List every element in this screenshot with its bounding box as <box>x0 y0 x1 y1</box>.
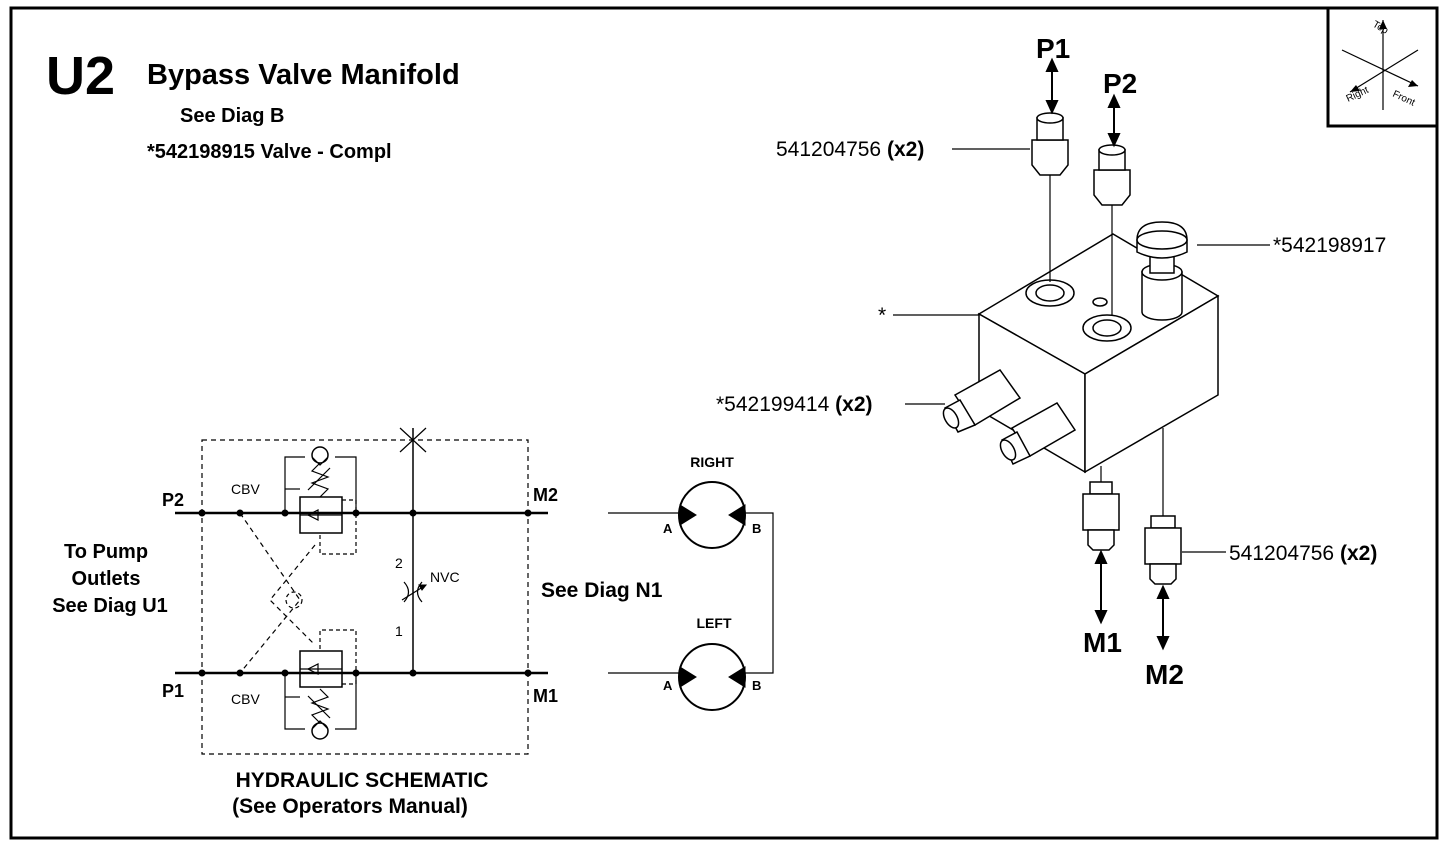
cap-valve-component <box>1136 221 1188 321</box>
callout-manifold: * <box>878 304 886 327</box>
schematic-m1-label: M1 <box>533 686 558 706</box>
nvc-port-1-label: 1 <box>395 623 403 639</box>
page-title: Bypass Valve Manifold <box>147 59 460 91</box>
callout-side-fitting-number: *542199414 <box>716 393 830 416</box>
orientation-right-label: Right <box>1345 85 1371 105</box>
fitting-m1 <box>1082 466 1120 551</box>
callout-fitting-top-number: 541204756 <box>776 138 881 161</box>
see-diag-n1: See Diag N1 <box>541 579 663 602</box>
schematic-caption: HYDRAULIC SCHEMATIC <box>236 769 489 792</box>
schematic-subcaption: (See Operators Manual) <box>232 795 468 818</box>
callout-fitting-top-qty: (x2) <box>887 138 924 161</box>
schematic-m2-label: M2 <box>533 485 558 505</box>
see-diag-b: See Diag B <box>180 105 284 127</box>
orientation-top-label: Top <box>1371 19 1391 37</box>
fitting-p2 <box>1093 144 1131 316</box>
orientation-front-label: Front <box>1391 89 1417 109</box>
side-fitting-1 <box>942 369 1022 433</box>
nvc-port-2-label: 2 <box>395 555 403 571</box>
callout-side-fitting: *542199414 (x2) <box>716 393 873 416</box>
pump-label-line3: See Diag U1 <box>52 595 168 617</box>
valve-note: *542198915 Valve - Compl <box>147 141 392 163</box>
callout-fitting-bottom: 541204756 (x2) <box>1229 542 1377 565</box>
port-m1-label: M1 <box>1083 627 1122 658</box>
fitting-p1 <box>1031 112 1069 282</box>
pump-label-line2: Outlets <box>72 568 141 590</box>
leader-lines <box>893 148 1270 553</box>
callout-fitting-top: 541204756 (x2) <box>776 138 924 161</box>
motor-return-line <box>745 512 774 674</box>
schematic-p2-label: P2 <box>162 490 184 510</box>
orientation-indicator: Top Right Front <box>1326 6 1439 128</box>
callout-fitting-bottom-number: 541204756 <box>1229 542 1334 565</box>
motor-right-label: RIGHT <box>690 454 734 470</box>
port-arrows <box>1045 57 1170 651</box>
port-p2-label: P2 <box>1103 68 1137 99</box>
page-code: U2 <box>46 46 115 106</box>
cbv-top-label: CBV <box>231 481 260 497</box>
outer-frame <box>9 6 1439 840</box>
port-p1-label: P1 <box>1036 33 1070 64</box>
motor-left <box>678 643 746 711</box>
motor-left-port-a: A <box>663 678 673 693</box>
pump-label-line1: To Pump <box>64 541 148 563</box>
side-fitting-2 <box>999 402 1077 466</box>
schematic-p1-label: P1 <box>162 681 184 701</box>
cbv-bottom-label: CBV <box>231 691 260 707</box>
hydraulic-schematic <box>175 427 680 755</box>
motor-left-port-b: B <box>752 678 761 693</box>
fitting-m2 <box>1144 428 1182 585</box>
callout-fitting-bottom-qty: (x2) <box>1340 542 1377 565</box>
motor-right-port-b: B <box>752 521 761 536</box>
nvc-label: NVC <box>430 569 460 585</box>
callout-side-fitting-qty: (x2) <box>835 393 872 416</box>
motor-right <box>678 481 746 549</box>
callout-cap: *542198917 <box>1273 234 1386 257</box>
motor-right-port-a: A <box>663 521 673 536</box>
port-m2-label: M2 <box>1145 659 1184 690</box>
motor-left-label: LEFT <box>697 615 732 631</box>
